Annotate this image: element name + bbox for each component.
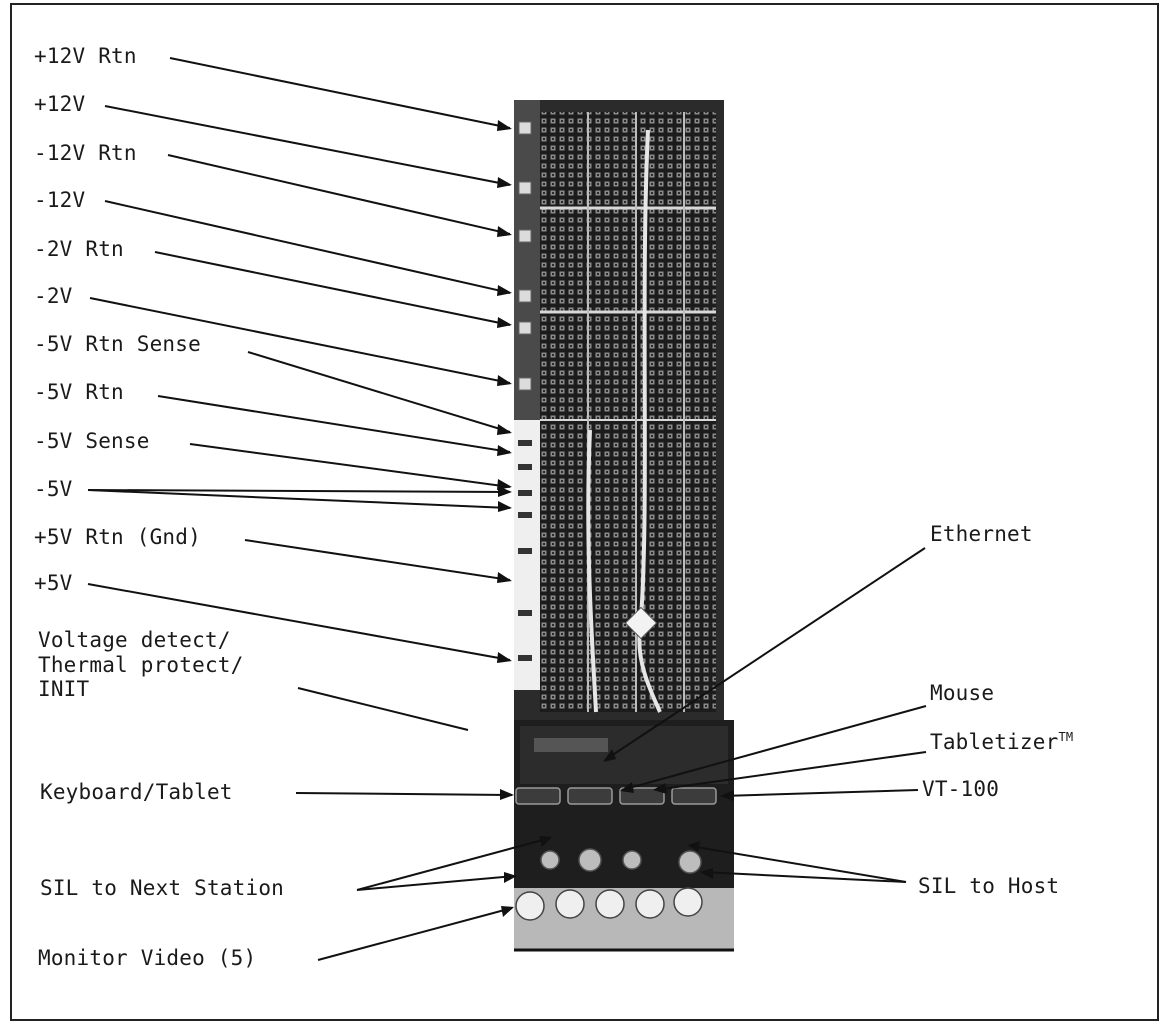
label-sil-to-next-station: SIL to Next Station [40, 876, 284, 900]
label-plus-12v: +12V [34, 92, 85, 116]
label-mouse: Mouse [930, 681, 994, 705]
label-init: INIT [38, 677, 89, 701]
label-plus-5v: +5V [34, 571, 73, 595]
label-tabletizer-text: Tabletizer [930, 730, 1058, 754]
label-tabletizer: TabletizerTM [930, 730, 1073, 754]
label-minus-2v: -2V [34, 284, 73, 308]
label-keyboard-tablet: Keyboard/Tablet [40, 780, 233, 804]
label-minus-5v-sense: -5V Sense [34, 429, 150, 453]
label-vt-100: VT-100 [922, 777, 999, 801]
label-monitor-video: Monitor Video (5) [38, 946, 256, 970]
label-minus-5v: -5V [34, 477, 73, 501]
label-sil-to-host: SIL to Host [918, 874, 1059, 898]
label-minus-12v: -12V [34, 188, 85, 212]
label-minus-12v-rtn: -12V Rtn [34, 141, 137, 165]
label-ethernet: Ethernet [930, 522, 1033, 546]
label-voltage-detect: Voltage detect/ [38, 628, 231, 652]
backplane-board [514, 100, 734, 950]
label-thermal-protect: Thermal protect/ [38, 653, 244, 677]
label-plus-12v-rtn: +12V Rtn [34, 44, 137, 68]
label-minus-2v-rtn: -2V Rtn [34, 237, 124, 261]
trademark-mark: TM [1058, 730, 1073, 744]
label-minus-5v-rtn-sense: -5V Rtn Sense [34, 332, 201, 356]
label-plus-5v-rtn-gnd: +5V Rtn (Gnd) [34, 525, 201, 549]
label-minus-5v-rtn: -5V Rtn [34, 380, 124, 404]
